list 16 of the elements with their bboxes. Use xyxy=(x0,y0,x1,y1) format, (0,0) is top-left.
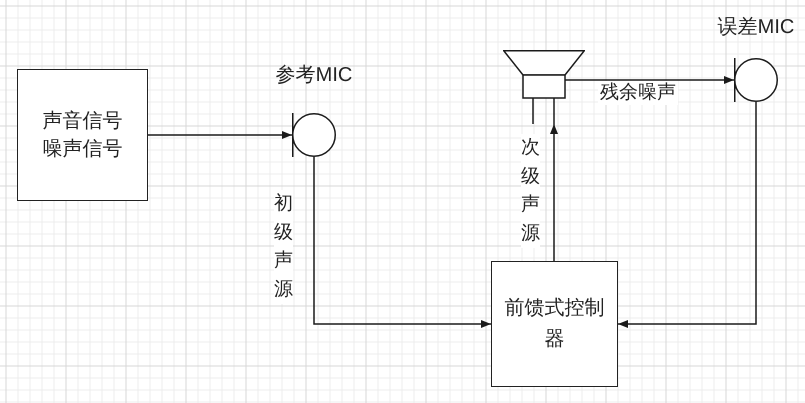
arrow xyxy=(565,76,734,84)
arrow xyxy=(618,102,757,328)
edge-label: 残余噪声 xyxy=(598,81,678,105)
node-label: 声音信号 xyxy=(42,109,122,134)
process-box xyxy=(17,69,148,201)
speaker-symbol xyxy=(503,50,585,124)
node-label: 前馈式控制器 xyxy=(504,296,604,352)
arrow xyxy=(313,157,491,328)
arrow xyxy=(550,124,558,261)
microphone-label: 参考MIC xyxy=(276,63,352,87)
node-label: 噪声信号 xyxy=(42,137,122,162)
edge-label: 初级声源 xyxy=(274,190,293,304)
edge-label: 次级声源 xyxy=(521,134,540,248)
arrow xyxy=(148,131,292,139)
process-box xyxy=(491,261,618,387)
microphone-label: 误差MIC xyxy=(718,15,794,39)
